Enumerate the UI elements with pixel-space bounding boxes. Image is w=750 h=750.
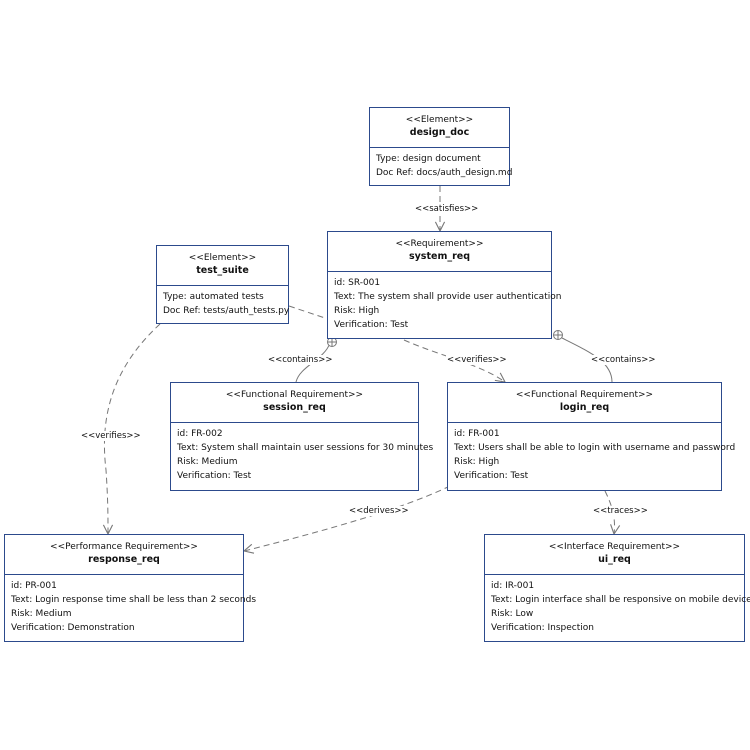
containment-marker-session xyxy=(327,337,337,347)
node-attributes: Type: automated tests Doc Ref: tests/aut… xyxy=(157,286,290,318)
node-attributes: id: FR-002 Text: System shall maintain u… xyxy=(171,423,434,483)
node-header: <<Performance Requirement>> response_req xyxy=(5,535,243,575)
node-stereotype: <<Functional Requirement>> xyxy=(515,390,654,400)
node-stereotype: <<Interface Requirement>> xyxy=(548,542,681,552)
node-attribute: Risk: High xyxy=(454,457,500,467)
node-header: <<Functional Requirement>> login_req xyxy=(448,383,721,423)
node-session-req[interactable]: <<Functional Requirement>> session_req i… xyxy=(170,382,434,491)
node-system-req[interactable]: <<Requirement>> system_req id: SR-001 Te… xyxy=(327,231,562,339)
node-attribute: Verification: Demonstration xyxy=(11,623,135,633)
edge-derives xyxy=(244,485,451,551)
node-stereotype: <<Performance Requirement>> xyxy=(50,542,198,552)
node-attribute: Text: Login interface shall be responsiv… xyxy=(491,595,750,605)
edge-label-derives: <<derives>> xyxy=(348,506,410,516)
node-design-doc[interactable]: <<Element>> design_doc Type: design docu… xyxy=(369,107,513,186)
edge-label-verifies-response: <<verifies>> xyxy=(80,431,142,441)
node-attribute: Text: Login response time shall be less … xyxy=(11,595,257,605)
node-attribute: Text: Users shall be able to login with … xyxy=(454,443,736,453)
edge-label-contains-login: <<contains>> xyxy=(590,355,657,365)
node-attribute: id: PR-001 xyxy=(11,581,57,591)
node-name: login_req xyxy=(559,402,610,413)
node-attribute: Verification: Test xyxy=(454,471,529,481)
edge-verifies-login xyxy=(288,305,505,382)
node-header: <<Functional Requirement>> session_req xyxy=(171,383,418,423)
node-attributes: id: SR-001 Text: The system shall provid… xyxy=(328,272,562,332)
node-test-suite[interactable]: <<Element>> test_suite Type: automated t… xyxy=(156,245,289,324)
containment-marker-login xyxy=(553,330,563,340)
node-ui-req[interactable]: <<Interface Requirement>> ui_req id: IR-… xyxy=(484,534,750,642)
node-stereotype: <<Functional Requirement>> xyxy=(225,390,364,400)
node-header: <<Requirement>> system_req xyxy=(328,232,551,272)
node-stereotype: <<Requirement>> xyxy=(395,239,484,249)
node-name: test_suite xyxy=(196,265,249,276)
node-name: response_req xyxy=(88,554,160,565)
node-attribute: Verification: Inspection xyxy=(491,623,594,633)
node-attribute: id: SR-001 xyxy=(334,278,381,288)
node-stereotype: <<Element>> xyxy=(405,115,474,125)
edge-label-traces: <<traces>> xyxy=(592,506,649,516)
node-attribute: id: FR-002 xyxy=(177,429,223,439)
node-attribute: Type: automated tests xyxy=(163,292,264,302)
node-name: design_doc xyxy=(409,127,470,138)
edge-label-verifies-login: <<verifies>> xyxy=(446,355,508,365)
node-attribute: Verification: Test xyxy=(177,471,252,481)
node-attributes: id: PR-001 Text: Login response time sha… xyxy=(5,575,257,635)
node-attributes: id: IR-001 Text: Login interface shall b… xyxy=(485,575,750,635)
node-attribute: id: FR-001 xyxy=(454,429,500,439)
edge-verifies-response xyxy=(104,323,161,534)
node-name: session_req xyxy=(263,402,326,413)
node-name: ui_req xyxy=(598,554,631,565)
node-attribute: Doc Ref: docs/auth_design.md xyxy=(376,168,513,178)
node-login-req[interactable]: <<Functional Requirement>> login_req id:… xyxy=(447,382,736,491)
node-attribute: Text: The system shall provide user auth… xyxy=(334,292,562,302)
edge-label-satisfies: <<satisfies>> xyxy=(414,204,480,214)
node-attribute: Risk: High xyxy=(334,306,380,316)
node-header: <<Element>> test_suite xyxy=(157,246,288,286)
node-attribute: Verification: Test xyxy=(334,320,409,330)
node-attribute: Text: System shall maintain user session… xyxy=(177,443,434,453)
node-response-req[interactable]: <<Performance Requirement>> response_req… xyxy=(4,534,257,642)
node-header: <<Element>> design_doc xyxy=(370,108,509,148)
node-attributes: Type: design document Doc Ref: docs/auth… xyxy=(370,148,513,180)
node-attributes: id: FR-001 Text: Users shall be able to … xyxy=(448,423,736,483)
node-attribute: id: IR-001 xyxy=(491,581,535,591)
node-attribute: Risk: Low xyxy=(491,609,534,619)
node-attribute: Risk: Medium xyxy=(11,609,72,619)
node-header: <<Interface Requirement>> ui_req xyxy=(485,535,744,575)
edge-label-contains-session: <<contains>> xyxy=(267,355,334,365)
node-stereotype: <<Element>> xyxy=(188,253,257,263)
node-attribute: Risk: Medium xyxy=(177,457,238,467)
node-attribute: Doc Ref: tests/auth_tests.py xyxy=(163,306,290,316)
node-attribute: Type: design document xyxy=(376,154,481,164)
node-name: system_req xyxy=(408,251,471,262)
